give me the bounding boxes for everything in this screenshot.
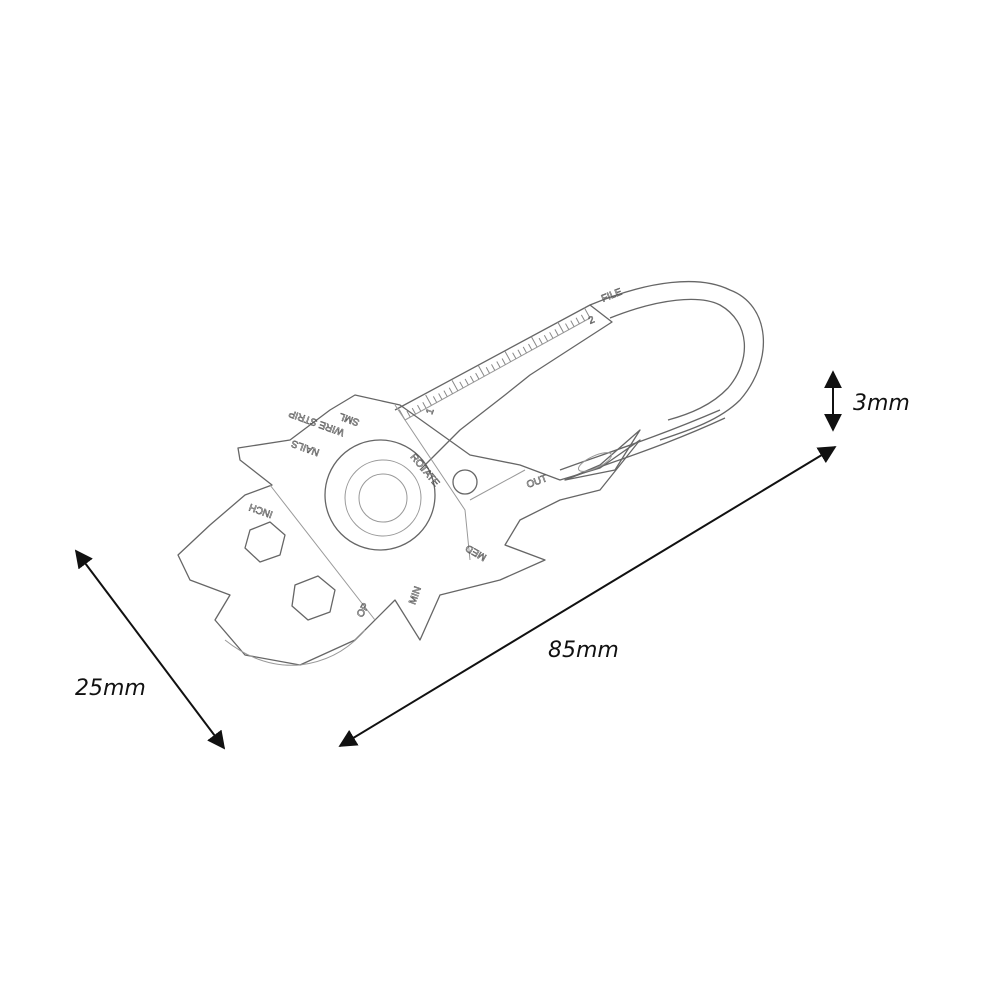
engraving-ruler-1: 1: [424, 407, 436, 416]
ruler-tick: [485, 367, 491, 374]
engraving-inch: INCH: [248, 501, 275, 520]
ruler-tick: [504, 351, 512, 362]
width-label: 25mm: [75, 676, 146, 701]
ruler-tick: [583, 307, 591, 319]
carabiner-loop: [559, 280, 765, 481]
tool-body: [177, 394, 641, 666]
ruler-tick: [517, 349, 522, 357]
engraving-min: MIN: [407, 585, 424, 606]
ruler-tick: [538, 337, 543, 345]
ruler-tick: [565, 323, 570, 330]
ruler-tick: [554, 329, 559, 336]
engraving-med: MED: [464, 542, 489, 563]
ruler-tick: [530, 336, 538, 348]
ruler-tick: [528, 343, 533, 351]
ruler-tick: [451, 380, 459, 392]
ruler-tick: [448, 387, 454, 395]
ruler-tick: [557, 321, 565, 333]
ruler-tick: [475, 372, 480, 380]
ruler-tick: [512, 352, 517, 360]
ruler-tick: [438, 393, 443, 400]
length-arrow: [338, 446, 837, 747]
engraved-labels: FILE 2 1 SML WIRE STRIP NAILS ROTATE INC…: [247, 286, 624, 620]
ruler-tick: [543, 334, 549, 342]
engraving-rotate: ROTATE: [408, 452, 442, 489]
engraving-out: OUT: [525, 473, 549, 491]
engraving-sml: SML: [338, 410, 361, 428]
ruler-tick: [570, 320, 575, 327]
engraving-file: FILE: [600, 287, 624, 305]
thickness-label: 3mm: [853, 391, 910, 416]
ruler-tick: [464, 378, 469, 386]
ruler-tick: [443, 390, 448, 397]
ruler-tick: [406, 410, 411, 418]
engraving-op: OP: [355, 601, 372, 619]
ruler-tick: [422, 402, 427, 409]
ruler-tick: [522, 346, 528, 354]
ruler-tick: [496, 361, 501, 368]
engraving-ruler-2: 2: [587, 314, 597, 326]
width-arrow: [74, 549, 226, 750]
ruler-arm: [394, 304, 613, 471]
ruler-tick: [459, 381, 464, 389]
ruler-tick: [417, 404, 422, 412]
ruler-tick: [575, 317, 580, 325]
ruler-tick: [549, 332, 554, 339]
engraving-wire-strip: WIRE STRIP: [287, 407, 346, 437]
ruler-tick: [411, 407, 417, 415]
ruler-tick: [425, 394, 432, 406]
ruler-tick: [478, 365, 485, 377]
ruler-tick: [469, 375, 475, 383]
ruler-tick: [501, 358, 506, 365]
ruler-tick: [491, 364, 496, 371]
engraving-nails: NAILS: [290, 437, 321, 457]
ruler-tick: [580, 314, 586, 322]
ruler-tick: [432, 396, 438, 403]
length-label: 85mm: [548, 638, 619, 663]
